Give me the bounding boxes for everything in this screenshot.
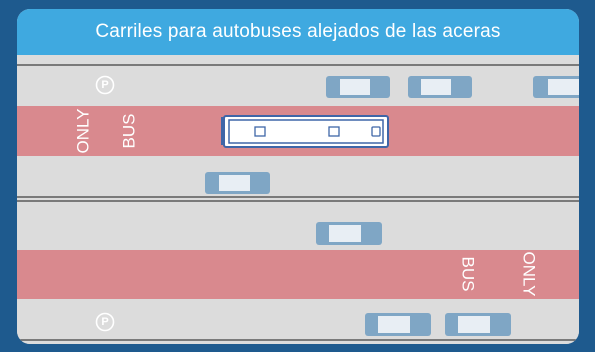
car-icon — [445, 313, 511, 336]
header-bar: Carriles para autobuses alejados de las … — [17, 9, 579, 55]
parking-label: P — [101, 79, 108, 91]
bus-lane-bottom-word1: ONLY — [520, 251, 539, 296]
parking-icon: P — [95, 312, 115, 332]
parking-icon: P — [95, 75, 115, 95]
street-diagram: ONLY BUS ONLY BUS P P — [17, 55, 579, 344]
bus-lane-bottom — [17, 250, 579, 299]
bus-lane-top-word2: BUS — [120, 114, 139, 149]
diagram-title: Carriles para autobuses alejados de las … — [95, 21, 501, 42]
car-icon — [316, 222, 382, 245]
parking-label: P — [101, 316, 108, 328]
car-icon — [408, 76, 472, 98]
car-icon — [365, 313, 431, 336]
bus-lane-bottom-word2: BUS — [459, 257, 478, 292]
bus-lane-top-word1: ONLY — [74, 108, 93, 153]
road-surface — [17, 55, 579, 344]
car-icon — [326, 76, 390, 98]
car-icon — [205, 172, 270, 194]
diagram-card: Carriles para autobuses alejados de las … — [17, 9, 579, 344]
bus-icon — [221, 115, 389, 148]
car-icon — [533, 76, 579, 98]
